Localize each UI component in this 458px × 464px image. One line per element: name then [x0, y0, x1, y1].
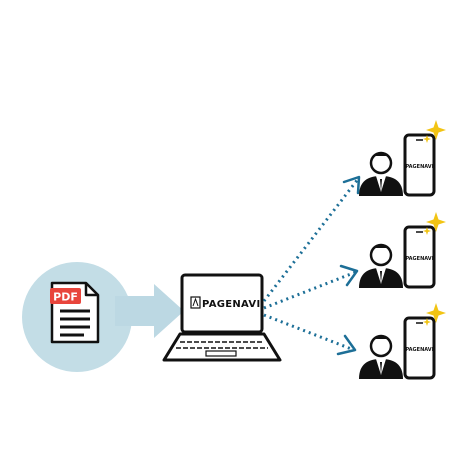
sparkle-small-icon	[423, 227, 431, 235]
person-icon	[359, 334, 403, 379]
pdf-source-group: PDF	[22, 262, 132, 372]
smartphone-icon: PAGENAVI	[403, 316, 436, 380]
sparkle-icon	[426, 120, 446, 140]
connector-bottom	[263, 313, 357, 356]
connector-top	[262, 175, 361, 302]
flow-arrow	[115, 284, 184, 338]
pdf-badge	[50, 288, 81, 304]
person-icon	[359, 243, 403, 288]
pdf-file-icon: PDF	[50, 281, 100, 344]
sparkle-icon	[426, 212, 446, 232]
pagenavi-logo-icon	[190, 296, 201, 309]
laptop-icon: PAGENAVI	[162, 273, 282, 362]
sparkle-small-icon	[423, 135, 431, 143]
laptop-trackpad	[205, 350, 237, 357]
recipients: PAGENAVI PAGENAVI	[359, 120, 446, 380]
phone-brand-label: PAGENAVI	[405, 164, 433, 170]
smartphone-icon: PAGENAVI	[403, 133, 436, 197]
recipient-1: PAGENAVI	[359, 120, 446, 197]
pdf-label: PDF	[53, 291, 78, 304]
connector-middle	[263, 264, 359, 310]
person-icon	[359, 151, 403, 196]
phone-brand-label: PAGENAVI	[405, 256, 433, 262]
connectors	[262, 175, 361, 356]
sparkle-icon	[426, 303, 446, 323]
recipient-3: PAGENAVI	[359, 303, 446, 380]
smartphone-icon: PAGENAVI	[403, 225, 436, 289]
laptop-keyboard	[162, 332, 282, 362]
sparkle-small-icon	[423, 318, 431, 326]
phone-brand-label: PAGENAVI	[405, 347, 433, 353]
recipient-2: PAGENAVI	[359, 212, 446, 289]
laptop-brand-label: PAGENAVI	[202, 299, 260, 310]
laptop-screen	[180, 273, 264, 334]
